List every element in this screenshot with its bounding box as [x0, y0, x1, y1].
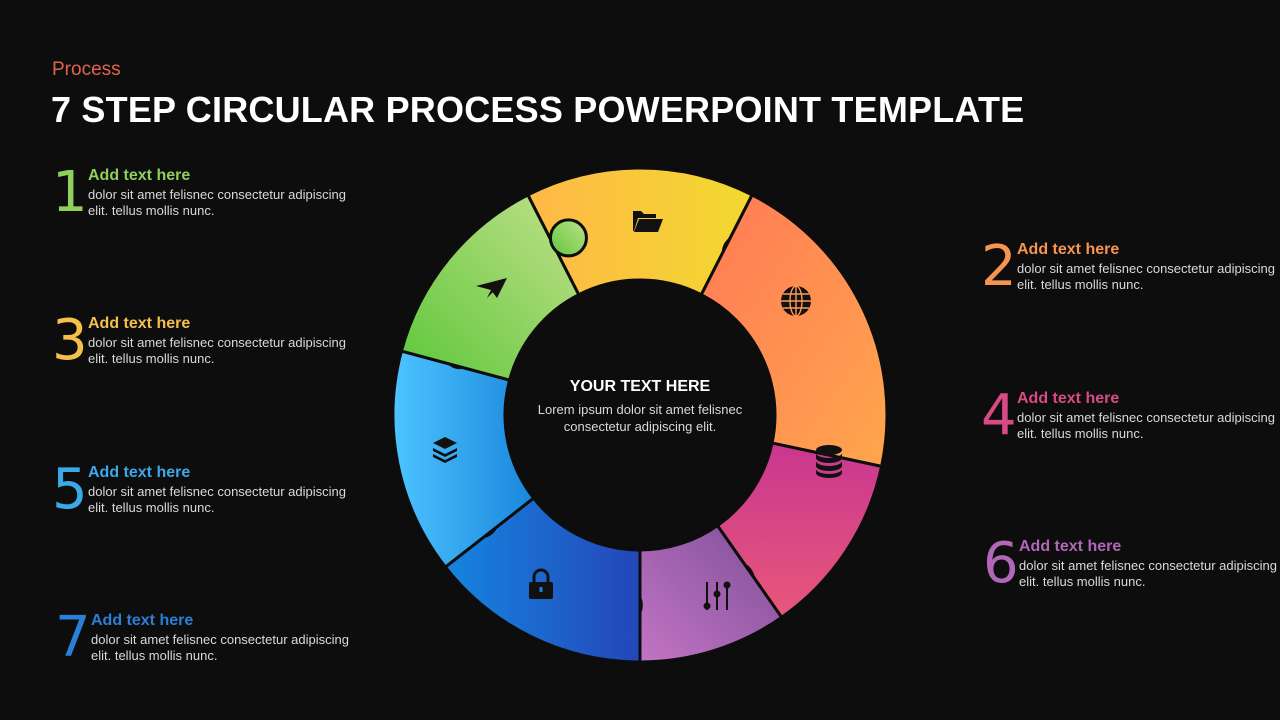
segment-step-2: [699, 192, 889, 469]
center-text: YOUR TEXT HERE Lorem ipsum dolor sit ame…: [520, 378, 760, 435]
step-number: 6: [983, 531, 1019, 596]
globe-icon: [781, 285, 811, 317]
center-body: Lorem ipsum dolor sit amet felisnec cons…: [537, 402, 743, 434]
sliders-icon: [703, 581, 731, 610]
step-number: 1: [52, 160, 88, 225]
puzzle-knob: [548, 218, 588, 258]
step-number: 7: [55, 605, 91, 670]
step-number: 4: [981, 383, 1017, 448]
segment-step-7: [443, 496, 642, 664]
page-title: 7 STEP CIRCULAR PROCESS POWERPOINT TEMPL…: [51, 89, 1025, 130]
step-heading: Add text here: [88, 315, 191, 332]
step-3: 3 Add text here dolor sit amet felisnec …: [52, 308, 352, 375]
step-number: 3: [52, 308, 88, 373]
step-4: 4 Add text here dolor sit amet felisnec …: [981, 383, 1280, 450]
step-5: 5 Add text here dolor sit amet felisnec …: [52, 457, 352, 524]
step-7: 7 Add text here dolor sit amet felisnec …: [55, 605, 355, 672]
layers-icon: [433, 437, 457, 463]
step-body: dolor sit amet felisnec consectetur adip…: [88, 187, 346, 218]
step-body: dolor sit amet felisnec consectetur adip…: [88, 484, 346, 515]
paper-plane-icon: [476, 278, 507, 298]
step-heading: Add text here: [91, 612, 194, 629]
lock-icon: [529, 568, 553, 599]
step-2: 2 Add text here dolor sit amet felisnec …: [981, 234, 1280, 301]
step-body: dolor sit amet felisnec consectetur adip…: [1017, 261, 1275, 292]
section-subtitle: Process: [52, 59, 121, 80]
step-body: dolor sit amet felisnec consectetur adip…: [1019, 558, 1277, 589]
center-circle: [506, 281, 774, 549]
step-body: dolor sit amet felisnec consectetur adip…: [91, 632, 349, 663]
step-6: 6 Add text here dolor sit amet felisnec …: [983, 531, 1280, 598]
step-1: 1 Add text here dolor sit amet felisnec …: [52, 160, 352, 227]
step-number: 5: [52, 457, 88, 522]
step-heading: Add text here: [88, 167, 191, 184]
step-heading: Add text here: [88, 464, 191, 481]
step-body: dolor sit amet felisnec consectetur adip…: [88, 335, 346, 366]
step-number: 2: [981, 234, 1017, 299]
step-heading: Add text here: [1017, 241, 1120, 258]
step-heading: Add text here: [1017, 390, 1120, 407]
segment-step-5: [391, 349, 536, 570]
step-heading: Add text here: [1019, 538, 1122, 555]
step-body: dolor sit amet felisnec consectetur adip…: [1017, 410, 1275, 441]
center-heading: YOUR TEXT HERE: [569, 378, 711, 395]
folder-icon: [633, 211, 663, 232]
database-icon: [816, 445, 842, 478]
